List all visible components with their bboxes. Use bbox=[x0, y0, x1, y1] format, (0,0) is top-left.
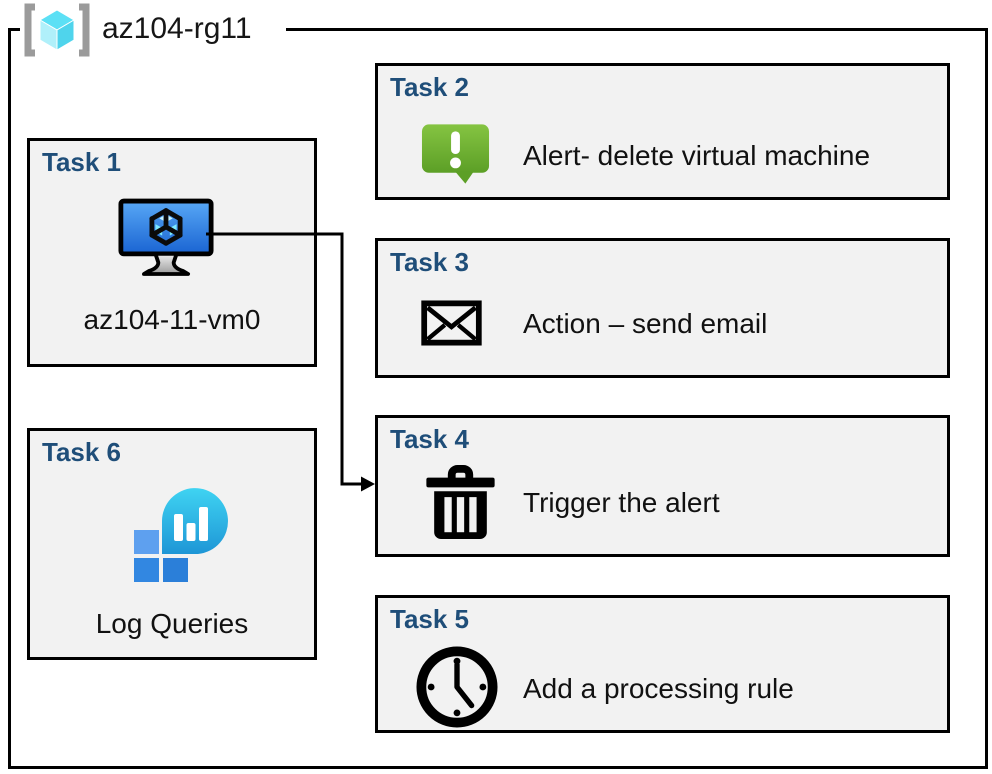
task-5-box: Task 5 Add a processing rule bbox=[375, 595, 950, 733]
task-4-title: Task 4 bbox=[390, 424, 470, 454]
log-analytics-icon bbox=[134, 488, 242, 588]
task-1-box: Task 1 bbox=[27, 138, 317, 367]
task-6-title: Task 6 bbox=[42, 437, 122, 467]
task-6-label: Log Queries bbox=[95, 608, 249, 639]
resource-group-icon bbox=[20, 2, 94, 58]
task-3-box: Task 3 Action – send email bbox=[375, 238, 950, 378]
task-4-box: Task 4 Trigger the alert bbox=[375, 415, 950, 557]
task-6-box: Task 6 Log Queries bbox=[27, 428, 317, 660]
delete-trash-icon bbox=[425, 463, 496, 546]
task-1-label: az104-11-vm0 bbox=[83, 304, 261, 335]
task-4-label: Trigger the alert bbox=[523, 487, 720, 518]
alert-message-icon bbox=[420, 122, 491, 191]
task-3-label: Action – send email bbox=[523, 308, 768, 339]
virtual-machine-icon bbox=[118, 198, 214, 283]
task-5-label: Add a processing rule bbox=[523, 673, 794, 704]
task-3-title: Task 3 bbox=[390, 247, 470, 277]
email-envelope-icon bbox=[420, 300, 483, 351]
task-2-title: Task 2 bbox=[390, 72, 470, 102]
task-5-title: Task 5 bbox=[390, 604, 470, 634]
clock-icon bbox=[416, 646, 498, 733]
resource-group-name: az104-rg11 bbox=[102, 12, 252, 45]
task-2-box: Task 2 Alert- delete virtual machine bbox=[375, 63, 950, 200]
task-2-label: Alert- delete virtual machine bbox=[523, 140, 871, 171]
task-1-title: Task 1 bbox=[42, 147, 122, 177]
